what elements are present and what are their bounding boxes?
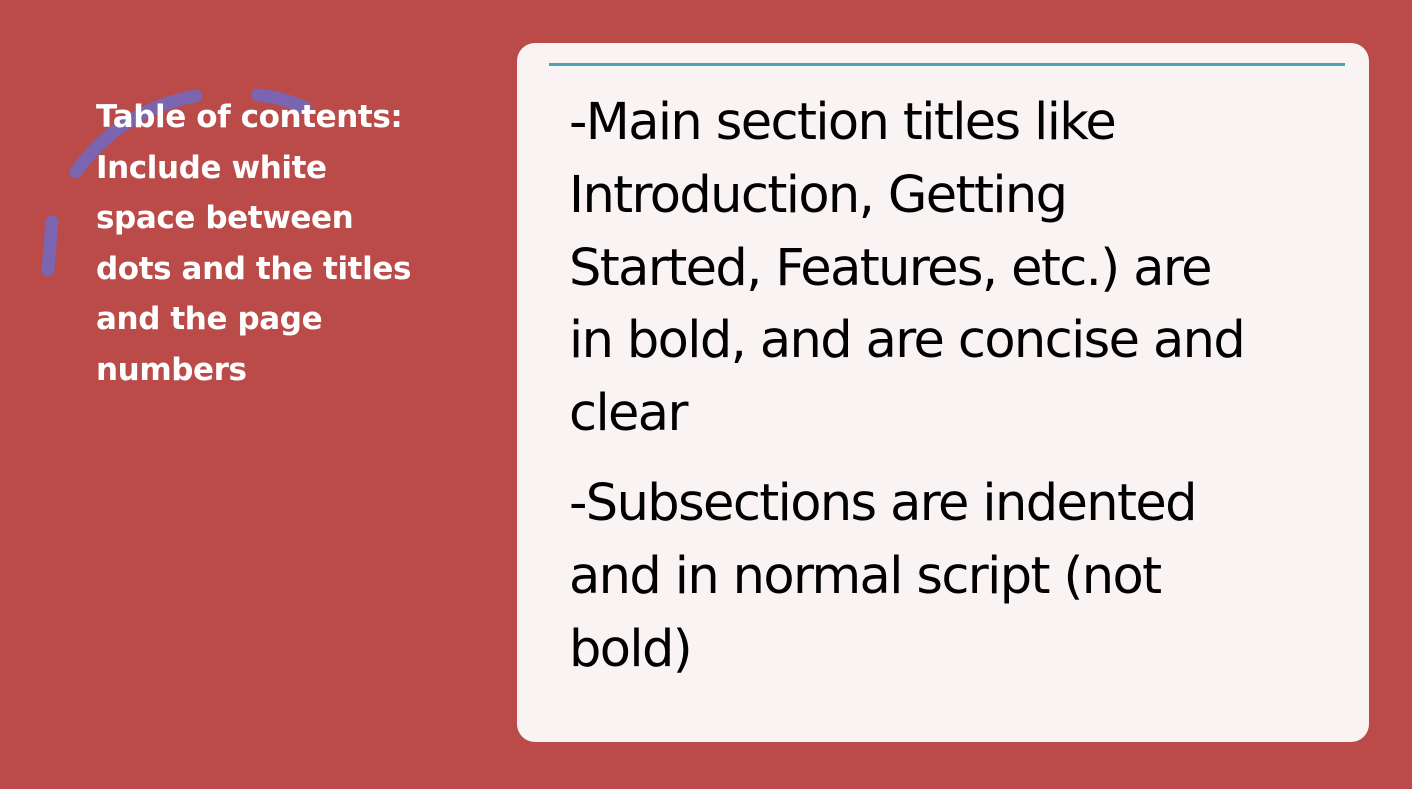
sidebar-line: Table of contents: xyxy=(96,99,403,135)
body-line: bold) xyxy=(569,619,693,679)
body-line: and in normal script (not xyxy=(569,546,1162,606)
card-accent-rule xyxy=(549,63,1345,66)
sidebar-note: Table of contents: Include white space b… xyxy=(96,92,436,395)
sidebar-line: dots and the titles xyxy=(96,250,411,287)
sidebar-line: space between xyxy=(96,200,354,236)
sidebar-line: and the page xyxy=(96,301,323,337)
card-body: -Main section titles like Introduction, … xyxy=(569,87,1359,703)
sidebar-line: numbers xyxy=(96,351,247,388)
arc-dash-1 xyxy=(41,215,59,277)
body-line: in bold, and are concise and xyxy=(569,311,1246,371)
body-line: Introduction, Getting xyxy=(569,165,1068,225)
body-line: -Main section titles like xyxy=(569,93,1117,152)
body-line: clear xyxy=(569,384,688,444)
paragraph-main-sections: -Main section titles like Introduction, … xyxy=(569,87,1359,451)
paragraph-subsections: -Subsections are indented and in normal … xyxy=(569,468,1359,686)
body-line: Started, Features, etc.) are xyxy=(569,238,1212,298)
sidebar-line: Include white xyxy=(96,149,327,186)
content-card: -Main section titles like Introduction, … xyxy=(517,43,1369,742)
body-line: -Subsections are indented xyxy=(569,473,1198,533)
